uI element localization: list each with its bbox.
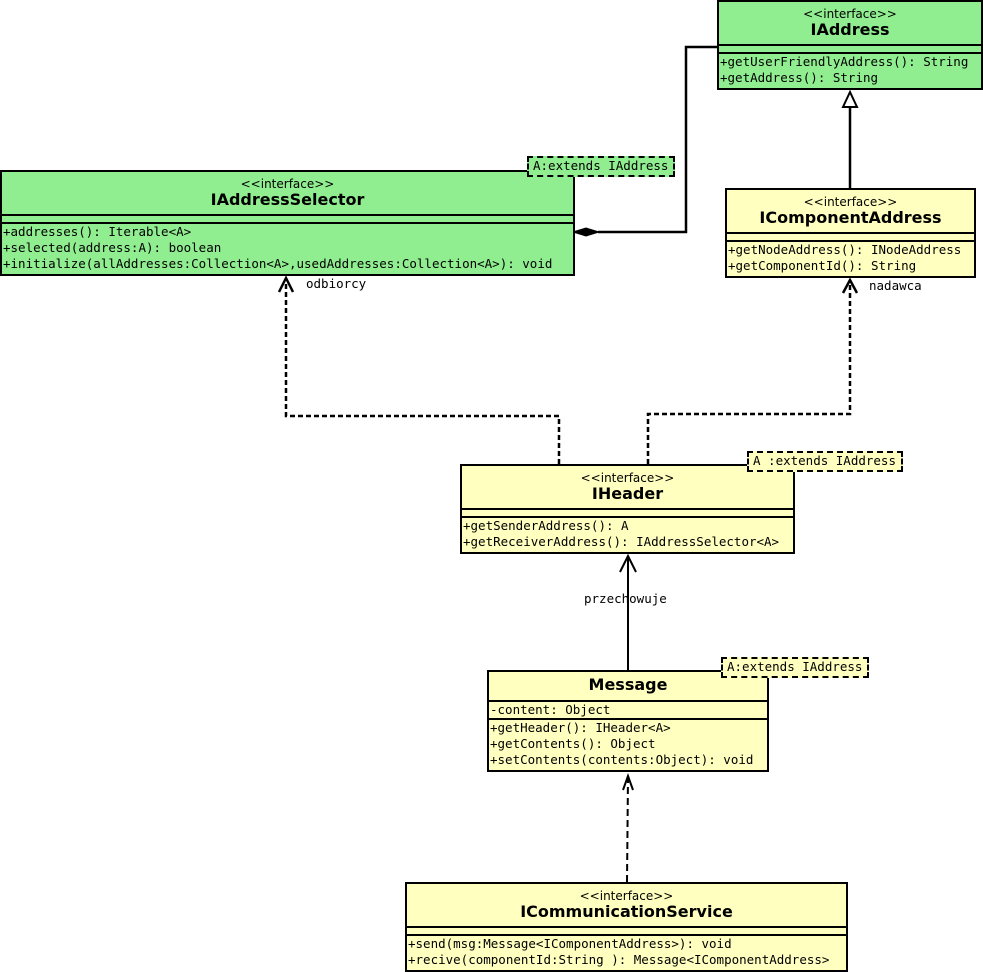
dependency-message-line <box>626 775 629 883</box>
association-przechowuje-arrowhead <box>619 553 637 573</box>
iaddressselector-name: IAddressSelector <box>210 190 365 209</box>
message-attribute: -content: Object <box>490 702 611 717</box>
iheader-method: +getSenderAddress(): A <box>463 518 629 533</box>
message-name: Message <box>588 675 668 694</box>
divider <box>462 516 793 518</box>
divider <box>2 222 573 224</box>
class-iaddressselector[interactable]: <<interface>> IAddressSelector +addresse… <box>0 170 575 276</box>
iaddressselector-method: +initialize(allAddresses:Collection<A>,u… <box>3 256 553 271</box>
class-message[interactable]: Message -content: Object +getHeader(): I… <box>487 670 769 772</box>
iaddressselector-method: +selected(address:A): boolean <box>3 240 222 255</box>
iaddressselector-method: +addresses(): Iterable<A> <box>3 224 192 239</box>
icomponentaddress-method: +getComponentId(): String <box>728 258 917 273</box>
divider <box>727 232 974 234</box>
class-iaddress[interactable]: <<interface>> IAddress +getUserFriendlyA… <box>717 0 983 90</box>
iheader-name: IHeader <box>591 484 664 503</box>
divider <box>727 240 974 242</box>
icommunicationservice-method: +send(msg:Message<IComponentAddress>): v… <box>408 936 732 951</box>
dependency-nadawca-arrowhead <box>841 277 859 294</box>
divider <box>719 52 981 54</box>
divider <box>719 44 981 46</box>
iheader-type-param: A :extends IAddress <box>747 451 903 472</box>
icommunicationservice-name: ICommunicationService <box>520 902 733 921</box>
icomponentaddress-name: IComponentAddress <box>759 208 942 227</box>
composition-line <box>598 45 718 234</box>
divider <box>462 508 793 510</box>
iaddress-method: +getAddress(): String <box>720 70 879 85</box>
iaddress-name: IAddress <box>810 20 890 39</box>
composition-diamond <box>571 227 601 237</box>
divider <box>489 700 767 702</box>
divider <box>407 926 846 928</box>
iaddressselector-stereotype: <<interface>> <box>240 177 335 191</box>
label-przechowuje: przechowuje <box>584 591 667 606</box>
message-method: +getHeader(): IHeader<A> <box>490 720 671 735</box>
divider <box>407 934 846 936</box>
iaddressselector-type-param: A:extends IAddress <box>527 156 675 177</box>
label-nadawca: nadawca <box>869 278 922 293</box>
class-icomponentaddress[interactable]: <<interface>> IComponentAddress +getNode… <box>725 188 976 278</box>
iheader-stereotype: <<interface>> <box>580 471 675 485</box>
generalization-arrowhead <box>841 89 859 108</box>
message-type-param: A:extends IAddress <box>721 657 869 678</box>
class-icommunicationservice[interactable]: <<interface>> ICommunicationService +sen… <box>405 882 848 972</box>
iaddress-stereotype: <<interface>> <box>803 7 897 21</box>
divider <box>489 718 767 720</box>
dependency-odbiorcy-arrowhead <box>277 275 295 293</box>
iheader-method: +getReceiverAddress(): IAddressSelector<… <box>463 534 780 549</box>
label-odbiorcy: odbiorcy <box>306 276 367 291</box>
icommunicationservice-method: +recive(componentId:String ): Message<IC… <box>408 952 830 967</box>
icomponentaddress-method: +getNodeAddress(): INodeAddress <box>728 242 962 257</box>
class-iheader[interactable]: <<interface>> IHeader +getSenderAddress(… <box>460 464 795 554</box>
icommunicationservice-stereotype: <<interface>> <box>579 889 674 903</box>
icomponentaddress-stereotype: <<interface>> <box>803 195 898 209</box>
dependency-nadawca-line <box>646 280 852 464</box>
message-method: +setContents(contents:Object): void <box>490 752 754 767</box>
dependency-odbiorcy-line <box>284 278 561 464</box>
iaddress-method: +getUserFriendlyAddress(): String <box>720 54 969 69</box>
dependency-message-arrowhead <box>622 773 634 791</box>
message-method: +getContents(): Object <box>490 736 656 751</box>
divider <box>2 214 573 216</box>
